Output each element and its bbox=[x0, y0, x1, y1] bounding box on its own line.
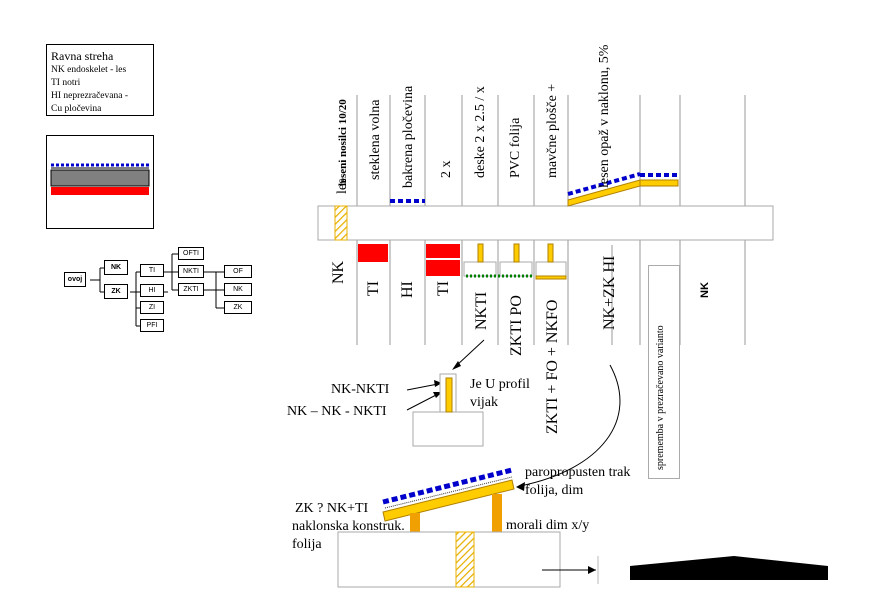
flow-node-ovoj: ovoj bbox=[64, 272, 86, 287]
detail-label-profil: Je U profil bbox=[470, 377, 530, 392]
detail-label-nk-nkti: NK-NKTI bbox=[331, 382, 390, 397]
col-label-mavcne: mavčne plošče + bbox=[545, 83, 560, 178]
flat-boarding bbox=[639, 179, 679, 187]
col-label-nk-last: NK bbox=[699, 282, 711, 298]
gray-layer bbox=[50, 169, 150, 187]
main-strip bbox=[317, 205, 774, 241]
col-label-zkti-fo-nkfo: ZKTI + FO + NKFO bbox=[544, 299, 561, 435]
small-box bbox=[463, 261, 497, 277]
col-label-ti2: TI bbox=[435, 280, 452, 296]
roof-label-trak: paropropusten trak bbox=[525, 465, 631, 480]
flow-node-nkti: NKTI bbox=[178, 265, 204, 278]
yellow-post bbox=[477, 243, 484, 263]
flow-node-nk: NK bbox=[104, 260, 128, 275]
col-label-nkti: NKTI bbox=[473, 291, 490, 330]
detail-label-vijak: vijak bbox=[470, 395, 498, 410]
sloped-blue-membrane bbox=[567, 172, 641, 196]
legend-box: Ravna streha NK endoskelet - les TI notr… bbox=[46, 44, 154, 116]
col-label-bakrena: bakrena pločevina bbox=[401, 85, 416, 188]
col-label-nosilci: leseni nosilci 10/20 bbox=[337, 99, 349, 186]
flow-node-nk2: NK bbox=[224, 283, 252, 296]
flow-node-of: OF bbox=[224, 265, 252, 278]
yellow-post bbox=[547, 243, 554, 263]
roof-label-konstruk: naklonska konstruk. bbox=[292, 519, 405, 534]
section-thumbnail bbox=[46, 135, 154, 229]
small-box bbox=[499, 261, 533, 277]
roof-batten-right bbox=[492, 494, 502, 532]
col-label-hi: HI bbox=[399, 281, 416, 298]
col-label-ti: TI bbox=[365, 280, 382, 296]
roof-label-folija: folija bbox=[292, 537, 322, 552]
yellow-post bbox=[513, 243, 520, 263]
roof-blue-membrane bbox=[382, 467, 513, 505]
roof-label-zk: ZK ? NK+TI bbox=[295, 501, 369, 516]
flow-node-pfi: PFI bbox=[140, 319, 164, 332]
small-box bbox=[535, 261, 567, 277]
flow-node-zk: ZK bbox=[104, 284, 128, 299]
yellow-strip bbox=[535, 275, 567, 280]
red-block-ti2-top bbox=[426, 244, 460, 258]
flow-node-ti: TI bbox=[140, 264, 164, 277]
col-label-pvc: PVC folija bbox=[508, 117, 523, 178]
sprememba-frame bbox=[648, 265, 680, 479]
col-label-nkzk-hi: NK+ZK HI bbox=[601, 255, 618, 330]
section-thumbnail-svg bbox=[50, 163, 150, 195]
flow-node-zi: ZI bbox=[140, 301, 164, 314]
flow-node-zk2: ZK bbox=[224, 301, 252, 314]
red-block-ti bbox=[358, 244, 388, 262]
roof-label-morali: morali dim x/y bbox=[506, 518, 590, 533]
legend-title: Ravna streha bbox=[51, 49, 114, 63]
roof-label-folija-dim: folija, dim bbox=[525, 483, 584, 498]
roof-batten-left bbox=[410, 513, 420, 533]
flow-node-hi: HI bbox=[140, 284, 164, 297]
legend-line: NK endoskelet - les bbox=[51, 65, 127, 75]
red-block-ti2-bottom bbox=[426, 260, 460, 276]
detail-label-nk-nk-nkti: NK – NK - NKTI bbox=[287, 404, 387, 419]
roof-base bbox=[337, 531, 561, 588]
flow-node-zkti: ZKTI bbox=[178, 283, 204, 296]
flow-node-ofti: OFTI bbox=[178, 247, 204, 260]
legend-line: Cu pločevina bbox=[51, 104, 102, 114]
curved-arrow bbox=[519, 364, 621, 487]
col-label-opaz: lesen opaž v naklonu, 5% bbox=[597, 44, 612, 188]
col-label-deske: deske 2 x 2.5 / x bbox=[473, 86, 488, 178]
col-label-zkti-po: ZKTI PO bbox=[508, 295, 525, 356]
red-layer bbox=[51, 187, 149, 195]
roof-hatched-post bbox=[455, 531, 475, 588]
legend-line: HI neprezračevana - bbox=[51, 91, 128, 101]
legend-line: TI notri bbox=[51, 78, 81, 88]
col-label-steklena: steklena volna bbox=[368, 99, 383, 180]
hatched-post bbox=[334, 205, 348, 241]
black-roof-shape bbox=[630, 556, 828, 580]
col-label-nk: NK bbox=[330, 260, 347, 284]
detail-post bbox=[445, 377, 453, 413]
detail-base bbox=[412, 411, 484, 447]
col-label-2x: 2 x bbox=[439, 160, 454, 179]
flow-connectors bbox=[90, 253, 224, 327]
roof-slab bbox=[382, 479, 515, 522]
